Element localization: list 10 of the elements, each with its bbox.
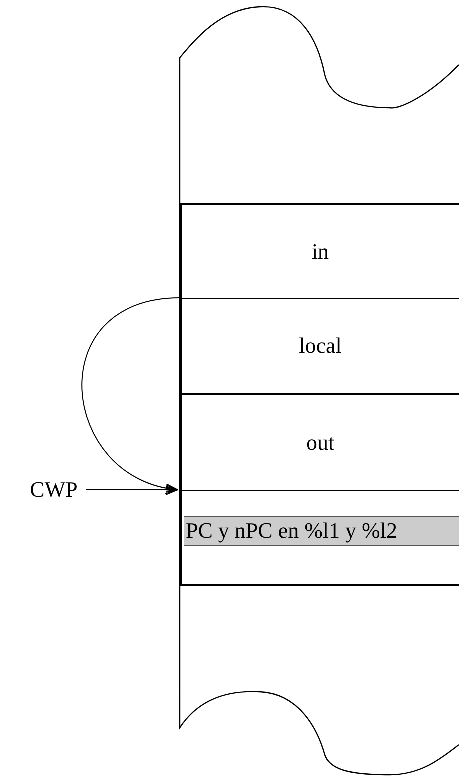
register-label: in	[312, 240, 330, 262]
register-label: out	[306, 432, 335, 454]
register-box	[180, 203, 459, 298]
shaded-row	[184, 516, 459, 546]
register-label: PC y nPC en %l1 y %l2	[186, 520, 398, 542]
pointer-label: CWP	[24, 476, 84, 504]
register-box	[180, 298, 459, 393]
register-box	[180, 393, 459, 490]
register-box	[180, 490, 459, 586]
register-label: local	[299, 335, 342, 357]
